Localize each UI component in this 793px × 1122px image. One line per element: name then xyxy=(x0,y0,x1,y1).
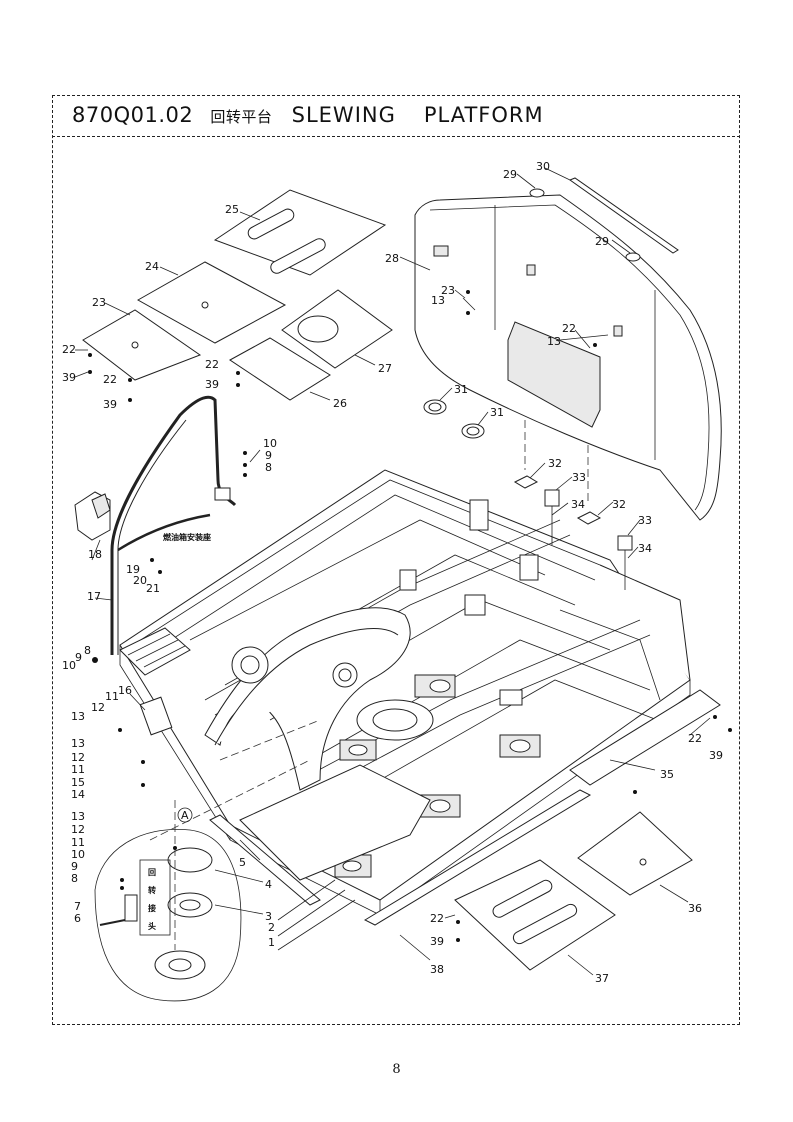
callout-13-c: 13 xyxy=(71,710,85,723)
callout-21: 21 xyxy=(146,582,160,595)
callout-17: 17 xyxy=(87,590,101,603)
callout-30: 30 xyxy=(536,160,550,173)
callout-4: 4 xyxy=(265,878,272,891)
page-title: 870Q01.02 回转平台 SLEWING PLATFORM xyxy=(72,103,544,127)
callout-11-a: 11 xyxy=(105,690,119,703)
callout-13-b: 13 xyxy=(547,335,561,348)
callout-20: 20 xyxy=(133,574,147,587)
callout-9-a: 9 xyxy=(265,449,272,462)
page-number: 8 xyxy=(392,1062,401,1077)
seals xyxy=(423,399,485,439)
callout-9-b: 9 xyxy=(75,651,82,664)
callout-29-b: 29 xyxy=(595,235,609,248)
callout-7: 7 xyxy=(74,900,81,913)
callout-8-a: 8 xyxy=(265,461,272,474)
callout-33-b: 33 xyxy=(638,514,652,527)
callout-10-a: 10 xyxy=(263,437,277,450)
drawing-frame xyxy=(52,95,740,1025)
callout-15: 15 xyxy=(71,776,85,789)
callout-22-f: 22 xyxy=(430,912,444,925)
callout-35: 35 xyxy=(660,768,674,781)
fasteners xyxy=(513,420,633,590)
callout-39-a: 39 xyxy=(62,371,76,384)
callout-3: 3 xyxy=(265,910,272,923)
counterweight xyxy=(414,177,722,521)
leader-lines xyxy=(74,167,711,976)
bottom-covers xyxy=(209,689,721,971)
callout-37: 37 xyxy=(595,972,609,985)
callout-labels: 30 29 29 28 23 13 22 13 25 24 23 22 39 2… xyxy=(62,160,723,985)
fuel-tank-mount-label: 燃油箱安装座 xyxy=(163,532,211,542)
detail-a-marker: A xyxy=(181,809,189,822)
callout-32-b: 32 xyxy=(612,498,626,511)
callout-31-b: 31 xyxy=(490,406,504,419)
title-name-cn: 回转平台 xyxy=(210,108,273,126)
callout-10-b: 10 xyxy=(62,659,76,672)
callout-26: 26 xyxy=(333,397,347,410)
callout-8-c: 8 xyxy=(71,872,78,885)
callout-34-b: 34 xyxy=(638,542,652,555)
callout-22-e: 22 xyxy=(688,732,702,745)
callout-39-b: 39 xyxy=(103,398,117,411)
callout-10-c: 10 xyxy=(71,848,85,861)
swivel-joint-label-4: 头 xyxy=(148,921,156,931)
handrail-assembly xyxy=(74,395,237,736)
callout-2: 2 xyxy=(268,921,275,934)
callout-25: 25 xyxy=(225,203,239,216)
callout-31-a: 31 xyxy=(454,383,468,396)
title-name-en-1: SLEWING xyxy=(291,103,396,127)
title-bar: 870Q01.02 回转平台 SLEWING PLATFORM xyxy=(52,95,740,137)
callout-27: 27 xyxy=(378,362,392,375)
swivel-joint-label-2: 转 xyxy=(148,885,156,895)
callout-13-d: 13 xyxy=(71,737,85,750)
swivel-joint-label-1: 回 xyxy=(148,868,156,877)
callout-23-a: 23 xyxy=(441,284,455,297)
callout-36: 36 xyxy=(688,902,702,915)
callout-33-a: 33 xyxy=(572,471,586,484)
callout-22-b: 22 xyxy=(62,343,76,356)
callout-22-d: 22 xyxy=(205,358,219,371)
callout-12-a: 12 xyxy=(91,701,105,714)
bolt-markers xyxy=(88,290,732,942)
callout-34-a: 34 xyxy=(571,498,585,511)
callout-13-a: 13 xyxy=(431,294,445,307)
callout-12-b: 12 xyxy=(71,751,85,764)
title-name-en-2: PLATFORM xyxy=(423,103,544,127)
callout-9-c: 9 xyxy=(71,860,78,873)
callout-16: 16 xyxy=(118,684,132,697)
callout-11-b: 11 xyxy=(71,763,85,776)
callout-23-b: 23 xyxy=(92,296,106,309)
swivel-joint-label-3: 接 xyxy=(148,903,156,913)
callout-39-e: 39 xyxy=(430,935,444,948)
callout-18: 18 xyxy=(88,548,102,561)
callout-13-e: 13 xyxy=(71,810,85,823)
callout-14: 14 xyxy=(71,788,85,801)
callout-24: 24 xyxy=(145,260,159,273)
callout-11-c: 11 xyxy=(71,836,85,849)
title-code: 870Q01.02 xyxy=(72,103,194,127)
callout-8-b: 8 xyxy=(84,644,91,657)
callout-22-a: 22 xyxy=(562,322,576,335)
cover-plates xyxy=(82,189,393,401)
callout-12-c: 12 xyxy=(71,823,85,836)
callout-28: 28 xyxy=(385,252,399,265)
callout-6: 6 xyxy=(74,912,81,925)
callout-5: 5 xyxy=(239,856,246,869)
callout-39-d: 39 xyxy=(709,749,723,762)
callout-32-a: 32 xyxy=(548,457,562,470)
detail-a xyxy=(94,719,321,1002)
callout-1: 1 xyxy=(268,936,275,949)
callout-22-c: 22 xyxy=(103,373,117,386)
callout-19: 19 xyxy=(126,563,140,576)
callout-38: 38 xyxy=(430,963,444,976)
main-frame xyxy=(119,469,691,916)
callout-29-a: 29 xyxy=(503,168,517,181)
callout-39-c: 39 xyxy=(205,378,219,391)
